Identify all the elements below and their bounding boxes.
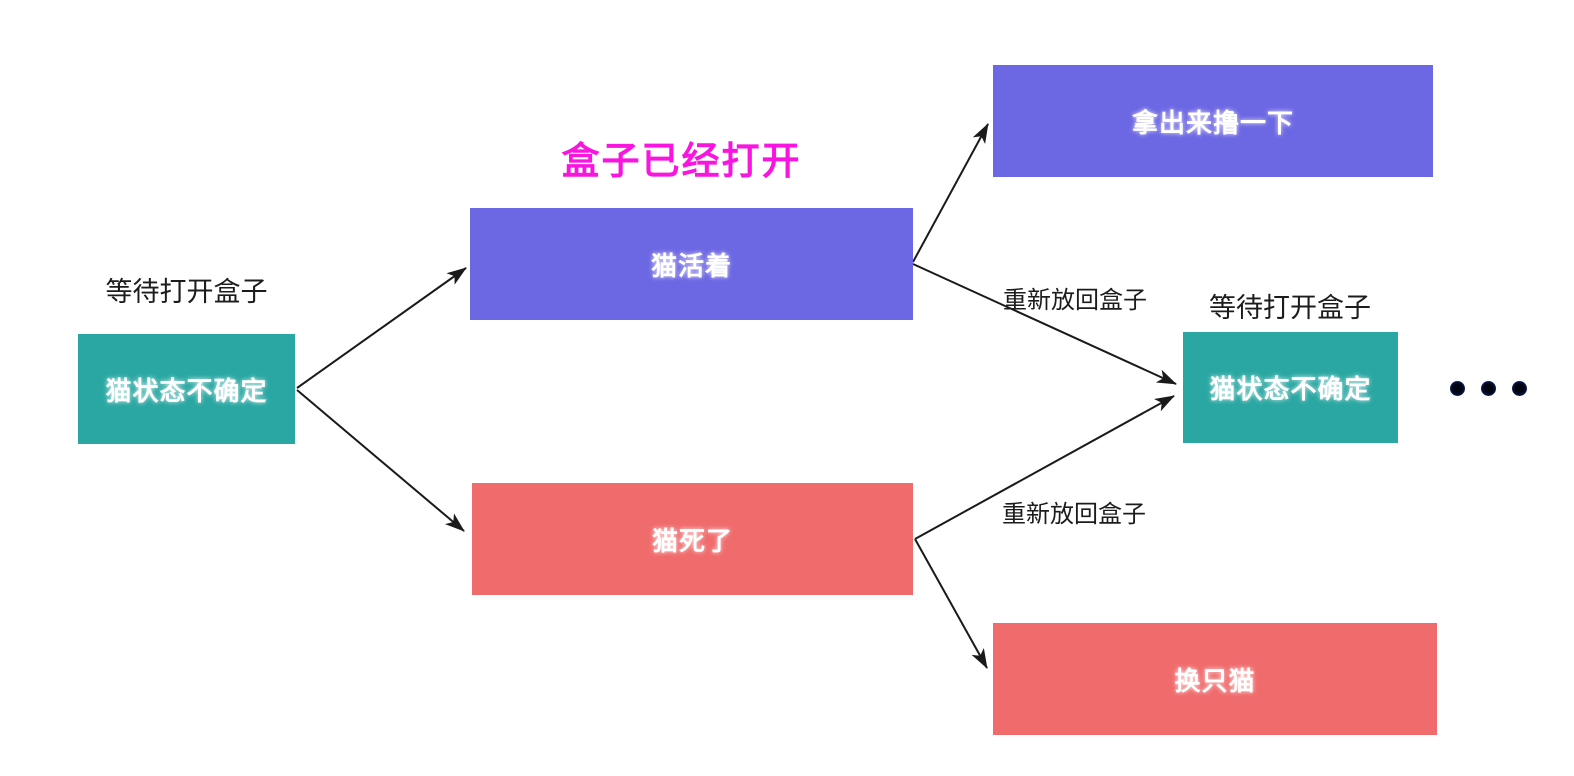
node-cat-dead: 猫死了 [472, 483, 913, 595]
edge-label-put-back-in-box-top: 重新放回盒子 [1003, 287, 1147, 314]
caption-waiting-open-box-left: 等待打开盒子 [105, 277, 268, 307]
arrow-alive-to-pet [912, 123, 989, 263]
arrow-alive-to-uncertain [912, 263, 1177, 385]
node-take-out-and-pet: 拿出来撸一下 [993, 65, 1433, 177]
node-change-cat: 换只猫 [993, 623, 1437, 735]
ellipsis-dot-icon [1450, 381, 1465, 396]
caption-waiting-open-box-right: 等待打开盒子 [1209, 293, 1371, 323]
edge-label-put-back-in-box-bottom: 重新放回盒子 [1002, 501, 1146, 528]
arrow-dead-to-uncertain [914, 395, 1175, 540]
ellipsis-dot-icon [1512, 381, 1527, 396]
ellipsis-dot-icon [1481, 381, 1496, 396]
arrow-start-to-alive [296, 267, 467, 389]
arrow-start-to-dead [296, 389, 465, 532]
node-cat-state-uncertain-again: 猫状态不确定 [1183, 332, 1398, 443]
ellipsis-dots-icon [1450, 381, 1527, 396]
arrow-dead-to-newcat [914, 538, 988, 669]
node-cat-alive: 猫活着 [470, 208, 913, 320]
diagram-title: 盒子已经打开 [561, 141, 802, 183]
node-cat-state-uncertain: 猫状态不确定 [78, 334, 295, 444]
